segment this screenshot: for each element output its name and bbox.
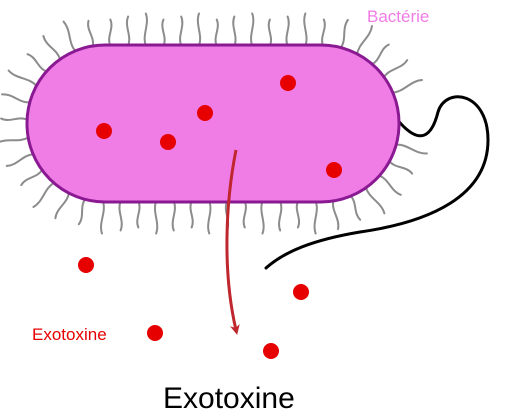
caption-title: Exotoxine: [163, 382, 295, 413]
toxin-dot: [160, 134, 176, 150]
released-toxins: [78, 257, 309, 359]
pilus: [88, 21, 93, 47]
pilus: [1, 118, 27, 120]
pilus: [0, 137, 28, 143]
pilus: [396, 145, 427, 154]
pilus: [109, 20, 111, 46]
pilus: [155, 202, 157, 234]
toxin-dot: [326, 162, 342, 178]
pilus: [127, 17, 129, 46]
pilus: [233, 17, 235, 46]
pilus: [350, 196, 360, 220]
pilus: [297, 202, 299, 228]
pilus: [137, 202, 139, 228]
pilus: [389, 161, 412, 174]
pilus: [180, 17, 182, 46]
pilus: [28, 54, 47, 71]
pilus: [9, 71, 37, 86]
toxin-dot: [263, 343, 279, 359]
pilus: [79, 199, 86, 224]
pilus: [315, 202, 317, 234]
toxin-dot: [197, 105, 213, 121]
pilus: [216, 20, 218, 46]
pilus: [341, 20, 348, 48]
pilus: [145, 14, 147, 46]
toxin-dot: [293, 284, 309, 300]
toxin-dot: [78, 257, 94, 273]
toxin-dot: [96, 123, 112, 139]
pilus: [244, 202, 246, 228]
pilus: [55, 193, 69, 219]
pilus: [7, 154, 34, 166]
bacterium-cell: [27, 45, 399, 202]
pilus: [173, 202, 175, 231]
pilus: [379, 176, 401, 195]
pilus: [322, 20, 325, 46]
pilus: [21, 170, 42, 185]
pilus: [393, 80, 422, 93]
pilus: [162, 20, 164, 46]
bacteria-label: Bactérie: [367, 7, 429, 26]
pilus: [279, 202, 281, 231]
pilus: [366, 187, 385, 213]
pilus: [286, 17, 288, 46]
pilus: [33, 183, 54, 207]
pilus: [64, 22, 76, 52]
pilus: [119, 202, 121, 231]
pilus: [101, 202, 104, 234]
pilus: [384, 60, 407, 77]
pilus: [304, 14, 306, 46]
pilus: [269, 20, 271, 46]
pilus: [261, 202, 263, 234]
pilus: [372, 45, 389, 65]
toxin-dot: [147, 325, 163, 341]
pilus: [357, 26, 372, 54]
pilus: [208, 202, 210, 234]
pilus: [190, 202, 192, 228]
toxin-dot: [280, 75, 296, 91]
exotoxin-legend-label: Exotoxine: [32, 325, 107, 344]
pilus: [43, 36, 60, 60]
pilus: [2, 94, 30, 102]
pilus: [198, 14, 200, 46]
pilus: [251, 14, 253, 46]
pilus: [333, 201, 338, 230]
